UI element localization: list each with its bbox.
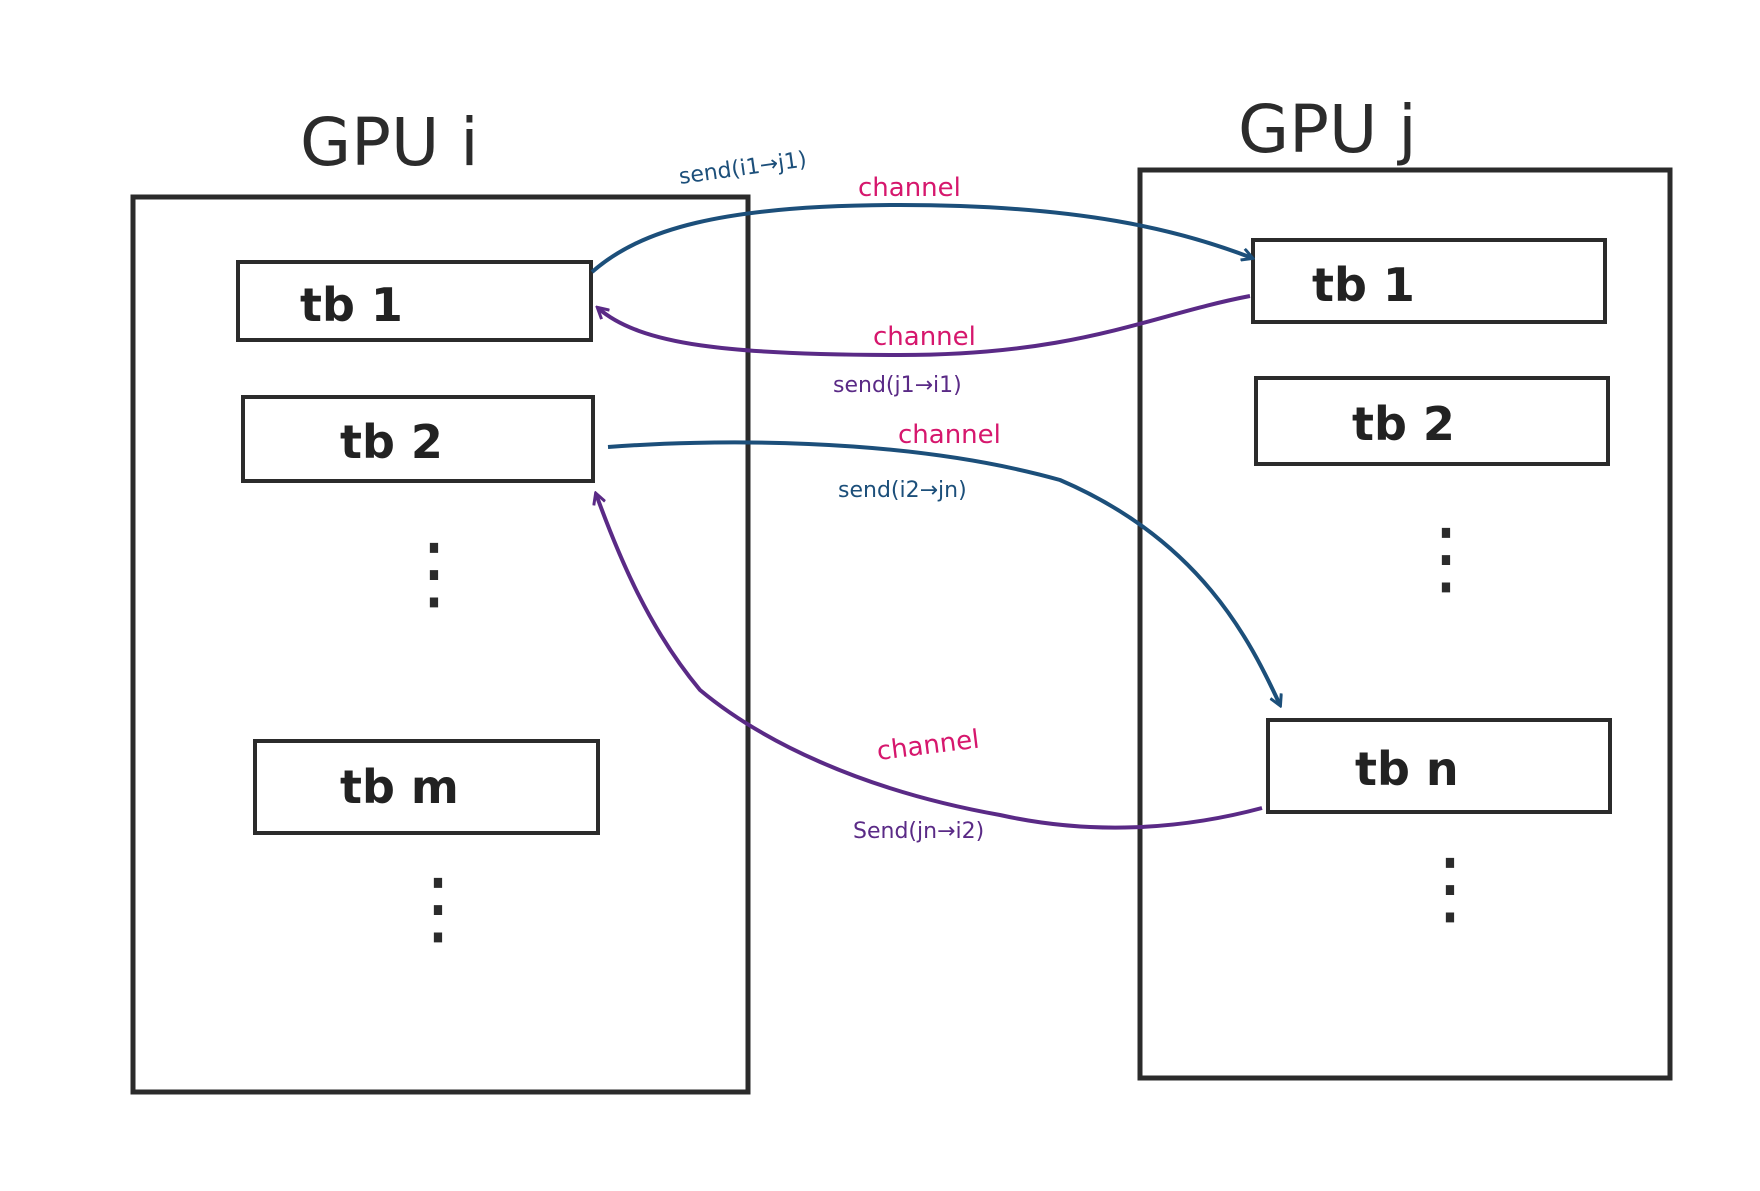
- send-label-4: Send(jn→i2): [853, 819, 984, 844]
- send-label-2: send(j1→i1): [833, 373, 962, 398]
- gpu-i-ellipsis-2: ⋮: [398, 861, 478, 954]
- gpu-j-tb-2: tb 2: [1254, 376, 1610, 466]
- arrow-jn-to-i2: [596, 494, 1263, 830]
- gpu-j-tb-2-box: [1254, 376, 1610, 466]
- arrow-i1-to-j1: [590, 202, 1252, 274]
- gpu-i-tb-1-box: [236, 260, 593, 342]
- arrow-j1-to-i1: [598, 294, 1251, 358]
- channel-label-4: channel: [875, 725, 981, 767]
- gpu-j-ellipsis-1: ⋮: [1406, 511, 1486, 604]
- gpu-i-tb-m: tb m: [253, 739, 600, 835]
- gpu-j-title: GPU j: [1238, 91, 1417, 168]
- arrow-i2-to-jn: [607, 440, 1280, 705]
- gpu-j-tb-2-label: tb 2: [1352, 397, 1455, 451]
- gpu-i-tb-2-label: tb 2: [340, 415, 443, 469]
- gpu-j-tb-1-label: tb 1: [1312, 258, 1415, 312]
- channel-i1-to-j1: channel send(i1→j1): [590, 147, 1252, 274]
- gpu-i-tb-m-label: tb m: [340, 760, 459, 814]
- channel-label-3: channel: [898, 420, 1001, 450]
- gpu-j-tb-n: tb n: [1266, 718, 1612, 814]
- gpu-j-tb-1: tb 1: [1251, 238, 1607, 324]
- gpu-i-tb-2: tb 2: [241, 395, 595, 483]
- gpu-i-tb-2-box: [241, 395, 595, 483]
- send-label-3: send(i2→jn): [838, 478, 967, 503]
- gpu-i-tb-1: tb 1: [236, 260, 593, 342]
- gpu-i-box: [130, 194, 751, 1095]
- channel-j1-to-i1: channel send(j1→i1): [598, 294, 1251, 398]
- gpu-i-ellipsis-1: ⋮: [394, 526, 474, 619]
- gpu-j-tb-1-box: [1251, 238, 1607, 324]
- gpu-i-title: GPU i: [300, 104, 479, 181]
- gpu-j-tb-n-box: [1266, 718, 1612, 814]
- send-label-1: send(i1→j1): [677, 147, 808, 190]
- gpu-j-tb-n-label: tb n: [1355, 742, 1459, 796]
- gpu-i-panel: GPU i tb 1 tb 2 ⋮ tb m ⋮: [130, 104, 751, 1095]
- channel-jn-to-i2: channel Send(jn→i2): [596, 494, 1263, 844]
- channel-label-2: channel: [873, 322, 976, 352]
- channel-label-1: channel: [858, 173, 961, 203]
- gpu-j-box: [1137, 167, 1673, 1081]
- gpu-i-tb-m-box: [253, 739, 600, 835]
- gpu-j-ellipsis-2: ⋮: [1410, 841, 1490, 934]
- gpu-i-tb-1-label: tb 1: [300, 278, 403, 332]
- gpu-j-panel: GPU j tb 1 tb 2 ⋮ tb n ⋮: [1137, 91, 1673, 1081]
- channel-i2-to-jn: channel send(i2→jn): [607, 420, 1280, 705]
